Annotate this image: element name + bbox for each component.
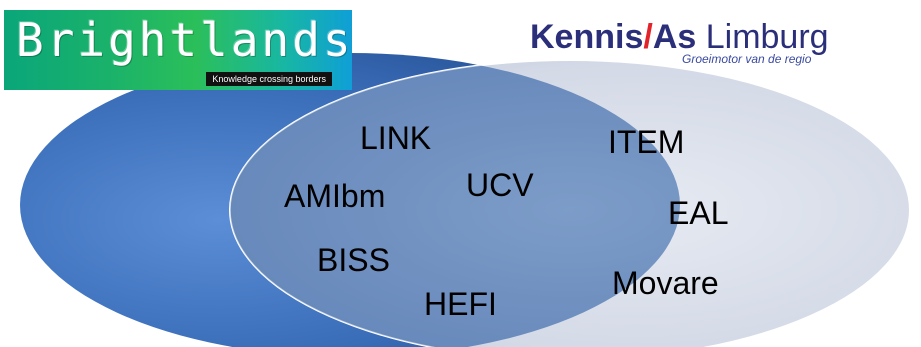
right-only-item: Movare [612,265,719,301]
kennis-as-logo: Kennis/As Limburg Groeimotor van de regi… [530,18,915,74]
kennis-slash-mark: / [643,18,653,56]
kennis-limburg-wordmark-part: Limburg [696,18,829,56]
intersection-item: BISS [317,242,390,278]
right-only-item: EAL [668,195,729,231]
brightlands-tagline: Knowledge crossing borders [206,72,332,86]
kennis-as-subtitle: Groeimotor van de regio [682,52,812,66]
kennis-as-wordmark-part: As [652,18,697,56]
brightlands-wordmark: Brightlands [16,13,354,67]
brightlands-logo: Brightlands Knowledge crossing borders [4,10,352,90]
intersection-item: HEFI [424,286,497,322]
intersection-item: UCV [466,167,534,203]
intersection-item: LINK [360,120,432,156]
right-only-item: ITEM [608,124,685,160]
intersection-item: AMIbm [284,178,386,214]
kennis-wordmark-part: Kennis [530,18,644,56]
kennis-as-wordmark: Kennis/As Limburg [530,18,829,56]
intersection-region [230,60,680,347]
